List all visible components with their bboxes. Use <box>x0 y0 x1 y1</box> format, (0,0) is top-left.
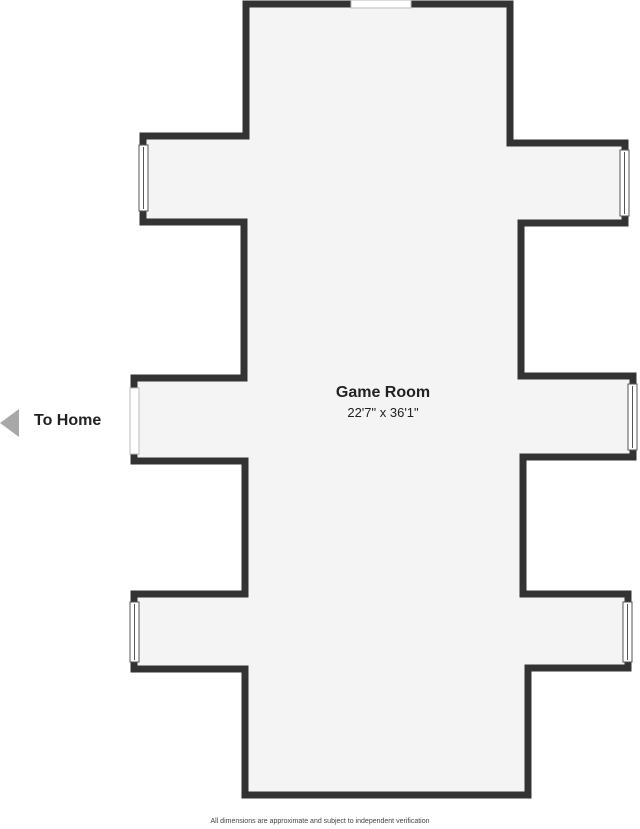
window-right-middle <box>627 383 638 451</box>
arrow-left-icon <box>0 409 19 437</box>
window-right-top <box>619 149 630 217</box>
window-right-bottom <box>622 601 633 663</box>
to-home-label: To Home <box>34 412 102 429</box>
window-left-bottom <box>129 601 140 663</box>
room-walls <box>130 0 637 799</box>
doorway-left-middle <box>129 387 140 455</box>
game-room-floor <box>134 4 633 795</box>
disclaimer-footer: All dimensions are approximate and subje… <box>210 818 430 825</box>
window-left-top <box>138 144 149 212</box>
room-dimensions: 22'7" x 36'1" <box>347 405 419 420</box>
top-window <box>350 0 412 9</box>
room-name: Game Room <box>335 384 431 401</box>
